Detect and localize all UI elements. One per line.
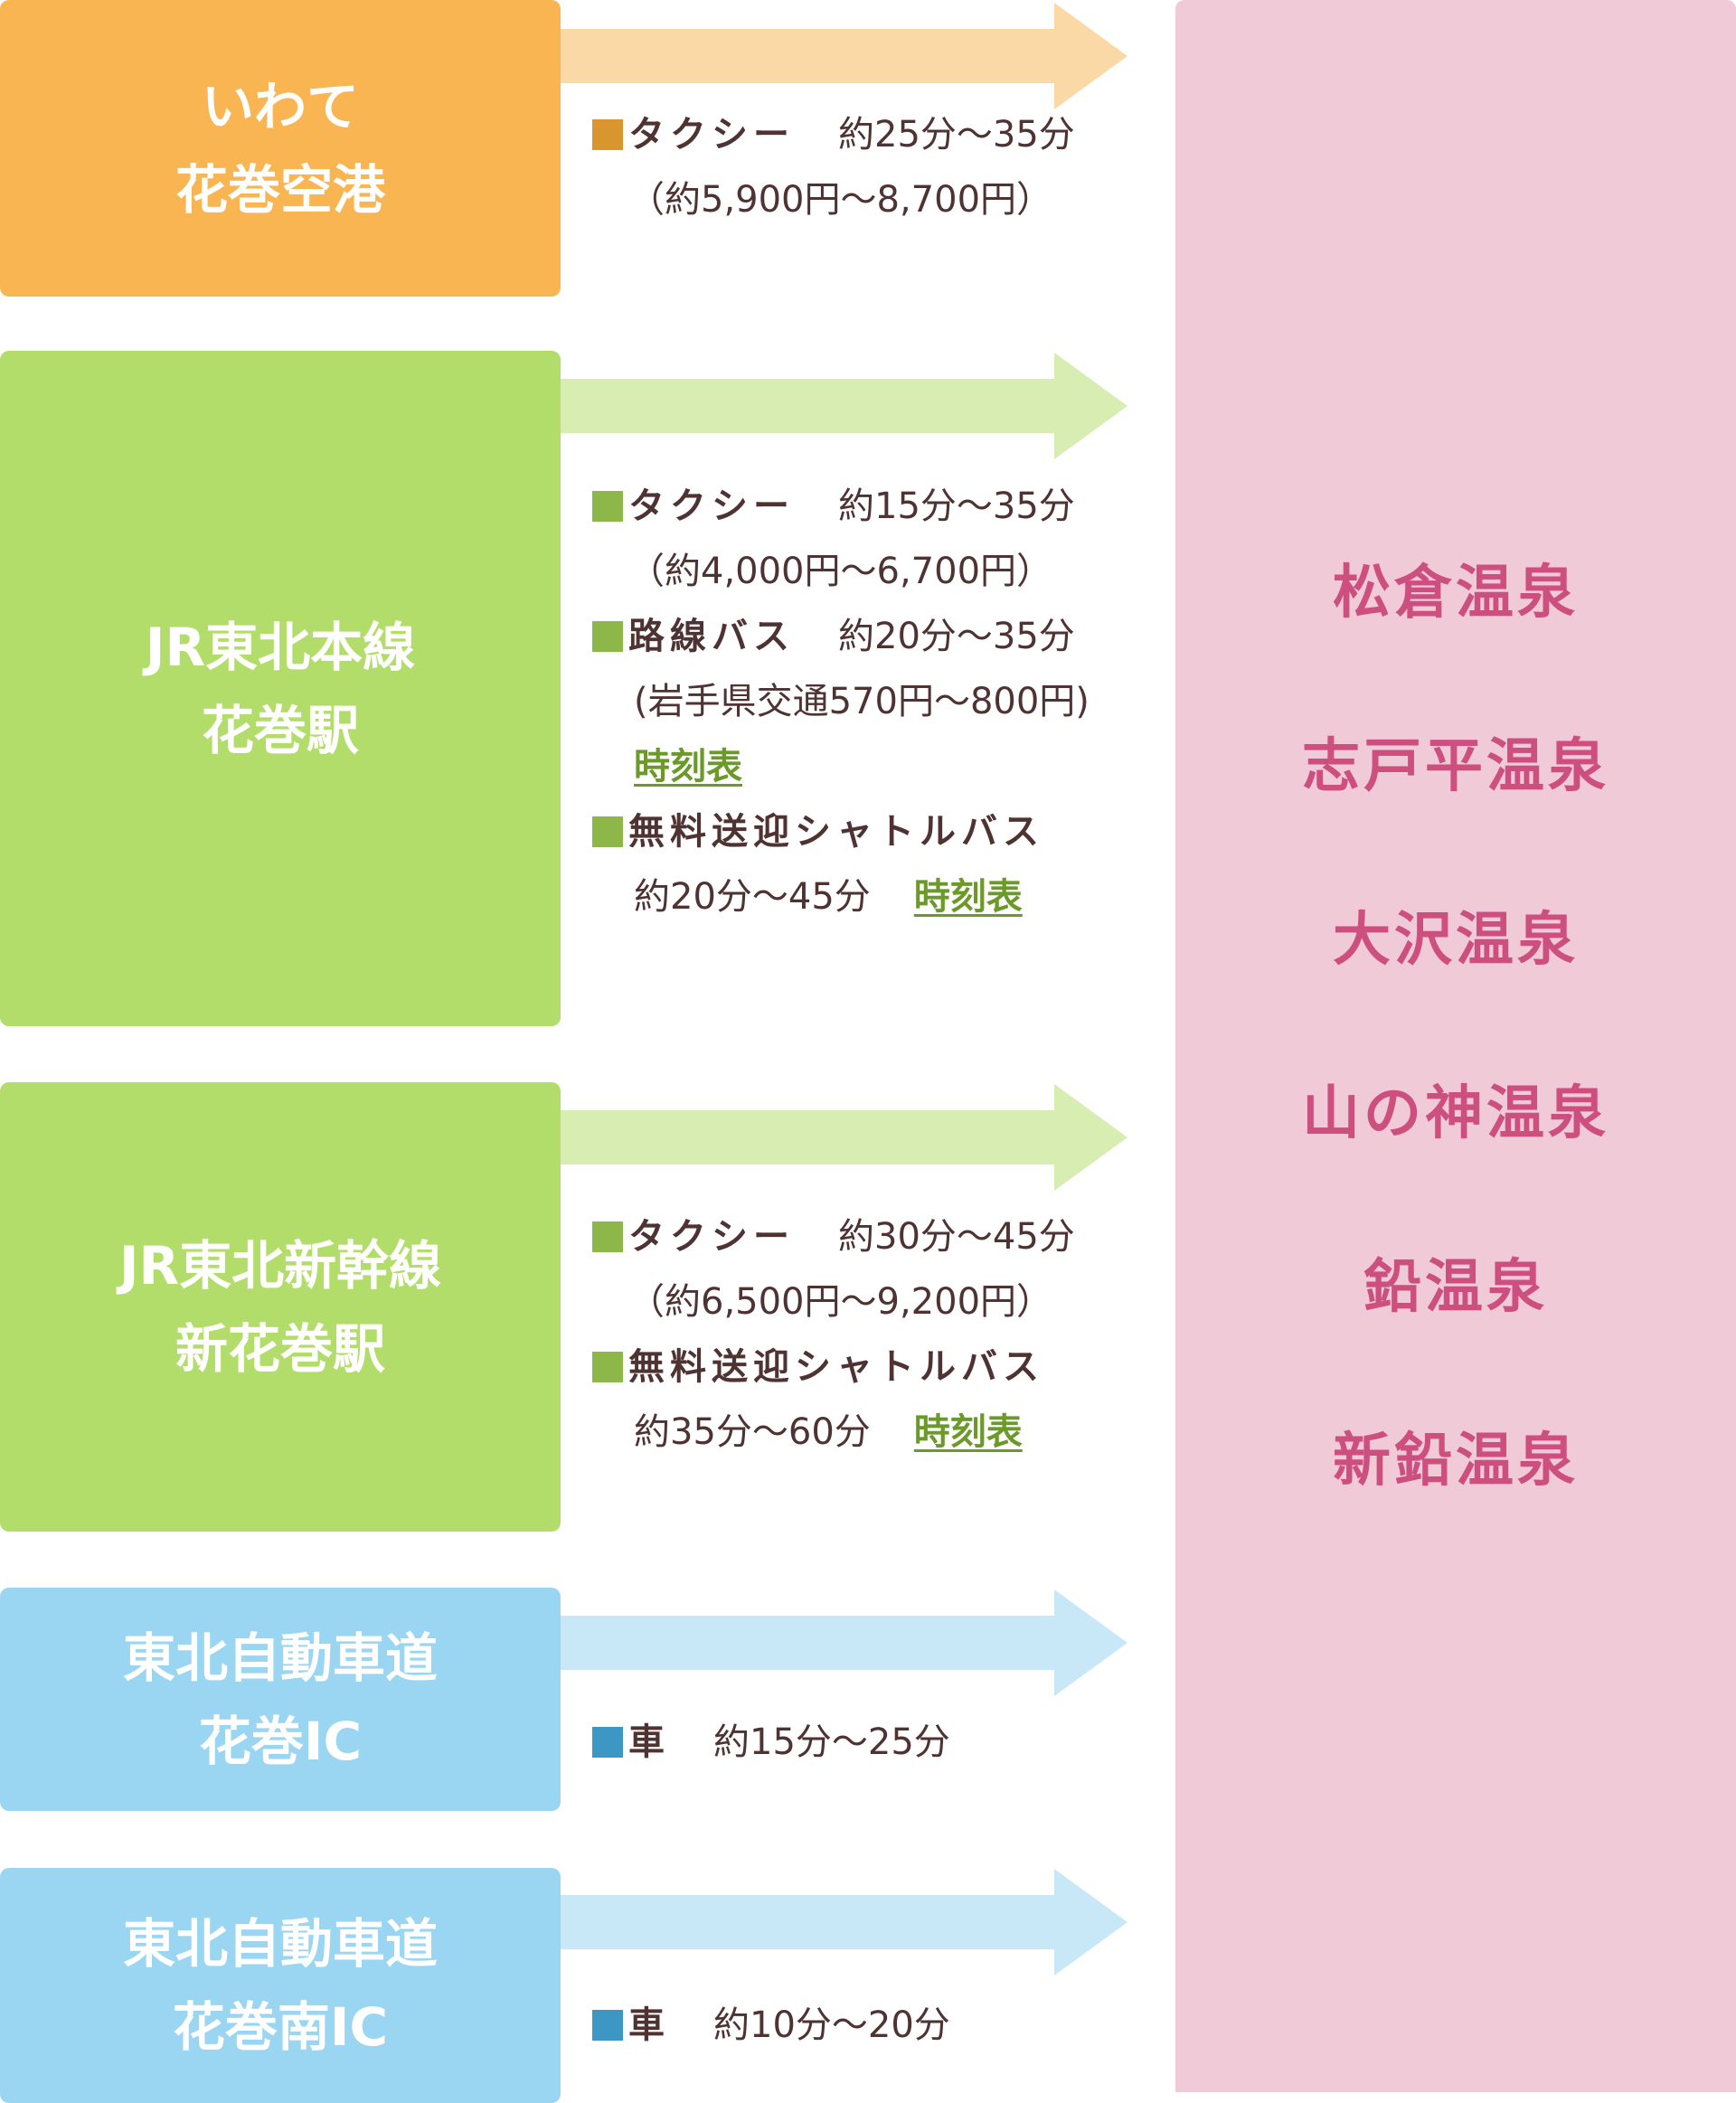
arrow-hanamaki-minami-ic	[561, 1869, 1127, 1976]
origin-label-line2: 花巻IC	[198, 1710, 363, 1772]
square-marker-icon	[592, 2010, 623, 2041]
timetable-link[interactable]: 時刻表	[634, 746, 742, 787]
route-mode: タクシー	[628, 486, 795, 527]
route-time: 約25分～35分	[838, 114, 1075, 156]
onsen-item: 鉛温泉	[1363, 1254, 1548, 1321]
route-taxi: タクシー 約15分～35分	[592, 474, 1090, 539]
routes-airport: タクシー 約25分～35分 （約5,900円～8,700円）	[592, 102, 1075, 232]
onsen-item: 新鉛温泉	[1333, 1428, 1579, 1495]
origin-label-line1: JR東北本線	[145, 616, 416, 678]
route-shuttle: 無料送迎シャトルバス	[592, 1334, 1075, 1400]
origin-label-line2: 新花巻駅	[175, 1317, 385, 1380]
origin-label-line1: 東北自動車道	[122, 1913, 438, 1975]
onsen-item: 山の神温泉	[1302, 1080, 1609, 1147]
route-mode: 路線バス	[628, 616, 795, 657]
route-car: 車 約10分～20分	[592, 1993, 950, 2058]
route-time: 約20分～35分	[838, 616, 1075, 657]
origin-label-line2: 花巻南IC	[172, 1996, 389, 2058]
onsen-item: 志戸平温泉	[1302, 733, 1609, 800]
origin-label-line1: JR東北新幹線	[118, 1234, 442, 1297]
arrow-right-icon	[561, 1589, 1127, 1696]
route-fare: （約6,500円～9,200円）	[628, 1281, 1053, 1323]
origin-label-line1: 東北自動車道	[122, 1627, 438, 1689]
route-taxi: タクシー 約30分～45分	[592, 1204, 1075, 1269]
routes-hanamaki-ic: 車 約15分～25分	[592, 1710, 950, 1775]
route-mode: 車	[628, 2004, 670, 2046]
route-time-row: 約35分～60分 時刻表	[592, 1400, 1075, 1465]
route-mode: 無料送迎シャトルバス	[628, 811, 1044, 853]
origin-box-hanamaki-station: JR東北本線 花巻駅	[0, 351, 561, 1026]
route-mode: タクシー	[628, 114, 795, 156]
route-bus: 路線バス 約20分～35分	[592, 604, 1090, 669]
route-mode: タクシー	[628, 1216, 795, 1258]
arrow-shin-hanamaki-station	[561, 1084, 1127, 1191]
arrow-hanamaki-station	[561, 353, 1127, 459]
origin-label-line2: 花巻空港	[175, 159, 385, 221]
timetable-link[interactable]: 時刻表	[913, 876, 1023, 918]
route-mode: 無料送迎シャトルバス	[628, 1346, 1044, 1388]
origin-label-line2: 花巻駅	[201, 699, 359, 761]
route-fare: （約4,000円～6,700円）	[628, 551, 1053, 592]
origin-label-line1: いわて	[201, 76, 359, 137]
route-time: 約35分～60分	[634, 1411, 871, 1453]
onsen-item: 松倉温泉	[1333, 560, 1579, 627]
route-time: 約30分～45分	[838, 1216, 1075, 1258]
route-fare: （約5,900円～8,700円）	[628, 179, 1053, 221]
arrow-airport	[561, 3, 1127, 109]
route-link-row: 時刻表	[592, 734, 1090, 799]
arrow-hanamaki-ic	[561, 1589, 1127, 1696]
routes-hanamaki-station: タクシー 約15分～35分 （約4,000円～6,700円） 路線バス 約20分…	[592, 474, 1090, 929]
arrow-right-icon	[561, 1084, 1127, 1191]
square-marker-icon	[592, 816, 623, 847]
route-taxi: タクシー 約25分～35分	[592, 102, 1075, 167]
timetable-link[interactable]: 時刻表	[913, 1411, 1023, 1453]
route-time: 約10分～20分	[713, 2004, 950, 2046]
route-car: 車 約15分～25分	[592, 1710, 950, 1775]
origin-box-hanamaki-minami-ic: 東北自動車道 花巻南IC	[0, 1868, 561, 2103]
arrow-right-icon	[561, 3, 1127, 109]
destination-box: 松倉温泉 志戸平温泉 大沢温泉 山の神温泉 鉛温泉 新鉛温泉	[1175, 0, 1736, 2092]
route-shuttle: 無料送迎シャトルバス	[592, 799, 1090, 864]
route-mode: 車	[628, 1721, 670, 1763]
route-time: 約15分～25分	[713, 1721, 950, 1763]
route-time-row: 約20分～45分 時刻表	[592, 864, 1090, 929]
square-marker-icon	[592, 1352, 623, 1382]
square-marker-icon	[592, 119, 623, 150]
route-time: 約20分～45分	[634, 876, 871, 918]
square-marker-icon	[592, 491, 623, 522]
square-marker-icon	[592, 1727, 623, 1758]
routes-shin-hanamaki-station: タクシー 約30分～45分 （約6,500円～9,200円） 無料送迎シャトルバ…	[592, 1204, 1075, 1465]
onsen-item: 大沢温泉	[1333, 907, 1579, 974]
origin-box-airport: いわて 花巻空港	[0, 0, 561, 297]
route-fare: (岩手県交通570円～800円)	[634, 681, 1090, 722]
onsen-list: 松倉温泉 志戸平温泉 大沢温泉 山の神温泉 鉛温泉 新鉛温泉	[1175, 552, 1736, 1593]
arrow-right-icon	[561, 353, 1127, 459]
square-marker-icon	[592, 621, 623, 652]
origin-box-hanamaki-ic: 東北自動車道 花巻IC	[0, 1588, 561, 1811]
square-marker-icon	[592, 1221, 623, 1252]
origin-box-shin-hanamaki-station: JR東北新幹線 新花巻駅	[0, 1082, 561, 1532]
routes-hanamaki-minami-ic: 車 約10分～20分	[592, 1993, 950, 2058]
arrow-right-icon	[561, 1869, 1127, 1976]
route-time: 約15分～35分	[838, 486, 1075, 527]
